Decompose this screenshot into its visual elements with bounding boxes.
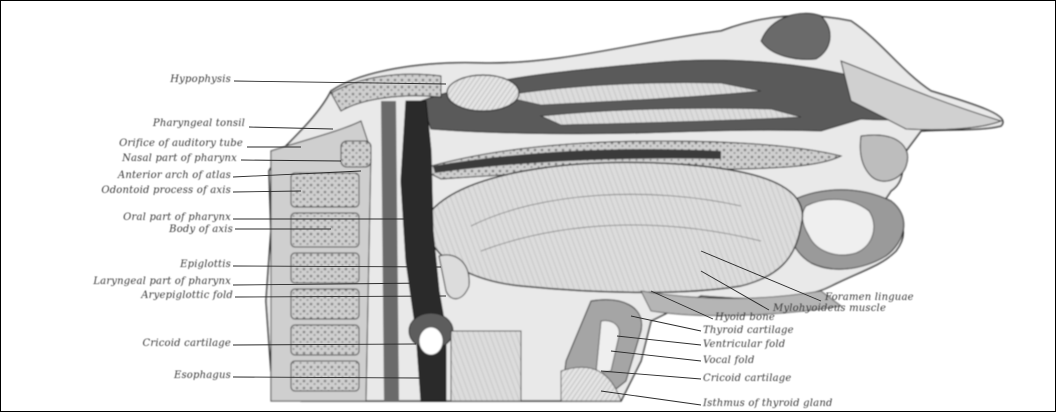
label-vocal-fold: Vocal fold (703, 356, 755, 366)
label-cricoid-cartilage-left: Cricoid cartilage (81, 339, 231, 349)
label-epiglottis: Epiglottis (81, 260, 231, 270)
label-foramen-linguae: Foramen linguae (825, 293, 914, 303)
label-oral-part-pharynx: Oral part of pharynx (81, 213, 231, 223)
label-laryngeal-part-pharynx: Laryngeal part of pharynx (81, 277, 231, 287)
label-hyoid-bone: Hyoid bone (715, 313, 775, 323)
label-isthmus-thyroid: Isthmus of thyroid gland (703, 399, 833, 409)
label-nasal-part-pharynx: Nasal part of pharynx (87, 154, 237, 164)
label-hypophysis: Hypophysis (81, 75, 231, 85)
label-aryepiglottic-fold: Aryepiglottic fold (83, 291, 233, 301)
label-orifice-auditory-tube: Orifice of auditory tube (93, 139, 243, 149)
label-mylohyoideus: Mylohyoideus muscle (773, 304, 886, 314)
label-odontoid-process: Odontoid process of axis (81, 186, 231, 196)
label-ventricular-fold: Ventricular fold (703, 340, 785, 350)
trachea (451, 331, 521, 401)
label-thyroid-cartilage: Thyroid cartilage (703, 326, 794, 336)
label-cricoid-cartilage-right: Cricoid cartilage (703, 374, 791, 384)
tongue (431, 162, 803, 292)
label-esophagus: Esophagus (81, 371, 231, 381)
hypophysis-shape (447, 75, 519, 111)
label-body-of-axis: Body of axis (83, 225, 233, 235)
label-pharyngeal-tonsil: Pharyngeal tonsil (95, 119, 245, 129)
label-anterior-arch-atlas: Anterior arch of atlas (81, 171, 231, 181)
